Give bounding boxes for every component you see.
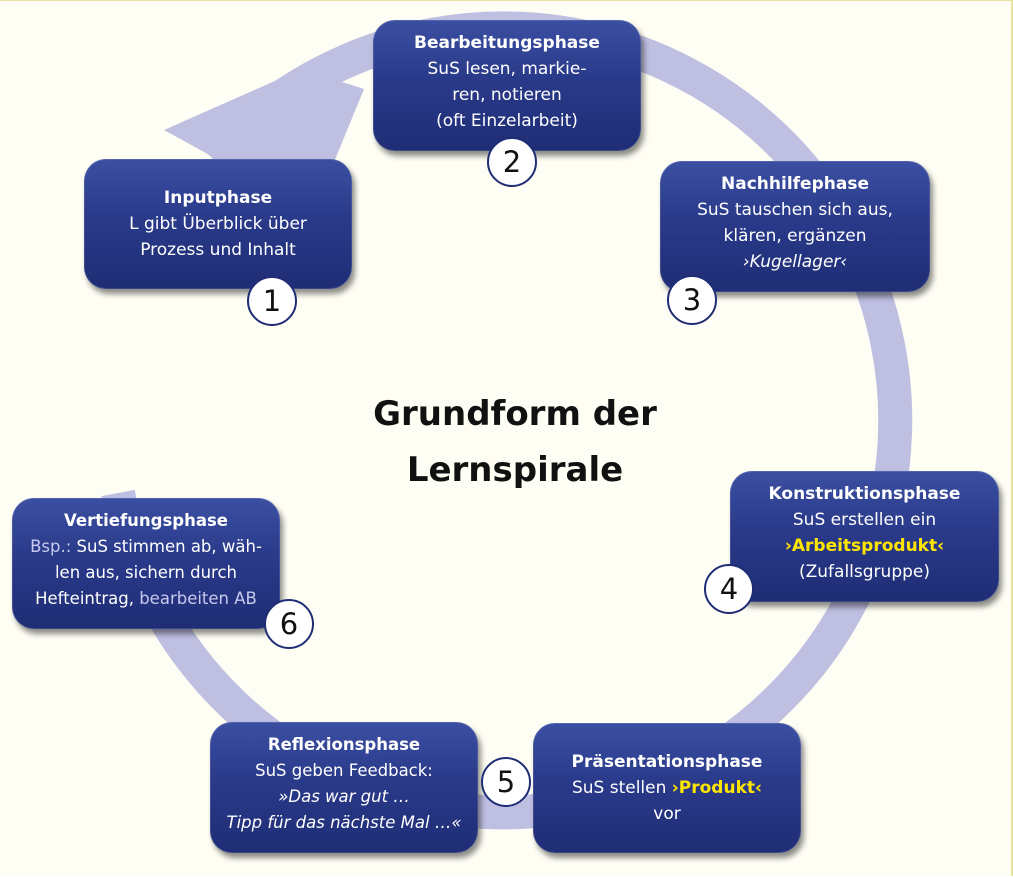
phase-text-part: SuS stimmen ab, wäh- bbox=[71, 537, 262, 556]
phase-title: Reflexionsphase bbox=[267, 735, 421, 754]
phase-text: len aus, sichern durch bbox=[54, 563, 238, 582]
title-line: Lernspirale bbox=[406, 450, 624, 490]
phase-number-badge: 5 bbox=[481, 757, 531, 807]
phase-text-highlight: ›Arbeitsprodukt‹ bbox=[784, 536, 945, 556]
phase-title: Vertiefungsphase bbox=[64, 511, 228, 530]
phase-box-vertiefung: Vertiefungsphase Bsp.: SuS stimmen ab, w… bbox=[12, 498, 280, 629]
phase-text: SuS lesen, markie- bbox=[427, 59, 587, 79]
phase-text: SuS stellen ›Produkt‹ bbox=[533, 775, 801, 801]
phase-box-konstruktion: Konstruktionsphase SuS erstellen ein ›Ar… bbox=[730, 471, 999, 602]
phase-number-badge: 4 bbox=[704, 564, 754, 614]
phase-title: Konstruktionsphase bbox=[768, 484, 961, 504]
phase-text: SuS geben Feedback: bbox=[255, 761, 433, 780]
phase-text-highlight: ›Produkt‹ bbox=[671, 778, 763, 798]
phase-text: Hefteintrag, bearbeiten AB bbox=[12, 586, 280, 612]
phase-text-part: SuS stellen bbox=[571, 778, 672, 798]
phase-box-nachhilfe: Nachhilfephase SuS tauschen sich aus, kl… bbox=[660, 161, 930, 292]
phase-number-badge: 1 bbox=[247, 276, 297, 326]
title-line: Grundform der bbox=[373, 394, 657, 434]
phase-box-input: Inputphase L gibt Überblick über Prozess… bbox=[84, 159, 352, 289]
phase-text: »Das war gut … bbox=[278, 787, 410, 806]
phase-box-bearbeitung: Bearbeitungsphase SuS lesen, markie- ren… bbox=[373, 20, 641, 151]
example-label: Bsp.: bbox=[30, 537, 72, 556]
phase-text: ren, notieren bbox=[452, 85, 562, 105]
phase-text: Prozess und Inhalt bbox=[140, 240, 296, 260]
phase-text: (Zufallsgruppe) bbox=[799, 562, 930, 582]
phase-title: Bearbeitungsphase bbox=[414, 33, 600, 53]
phase-text: Bsp.: SuS stimmen ab, wäh- bbox=[12, 534, 280, 560]
phase-number-badge: 6 bbox=[264, 599, 314, 649]
phase-text-part: Hefteintrag, bbox=[35, 589, 140, 608]
phase-text: L gibt Überblick über bbox=[129, 214, 307, 234]
phase-number-badge: 2 bbox=[487, 137, 537, 187]
phase-box-praesentation: Präsentationsphase SuS stellen ›Produkt‹… bbox=[533, 723, 801, 853]
phase-box-reflexion: Reflexionsphase SuS geben Feedback: »Das… bbox=[210, 722, 478, 853]
phase-text-muted: bearbeiten AB bbox=[139, 589, 257, 608]
phase-title: Nachhilfephase bbox=[721, 174, 869, 194]
phase-text: Tipp für das nächste Mal …« bbox=[226, 813, 462, 832]
phase-text: SuS tauschen sich aus, bbox=[697, 200, 893, 220]
phase-title: Präsentationsphase bbox=[571, 752, 763, 772]
phase-text: klären, ergänzen bbox=[723, 226, 867, 246]
phase-text: SuS erstellen ein bbox=[792, 510, 937, 530]
phase-text: vor bbox=[653, 804, 681, 824]
phase-title: Inputphase bbox=[163, 188, 273, 208]
phase-text: ›Kugellager‹ bbox=[742, 252, 848, 272]
diagram-title: Grundform der Lernspirale bbox=[330, 386, 700, 498]
phase-number-badge: 3 bbox=[667, 275, 717, 325]
phase-text: (oft Einzelarbeit) bbox=[436, 111, 578, 131]
